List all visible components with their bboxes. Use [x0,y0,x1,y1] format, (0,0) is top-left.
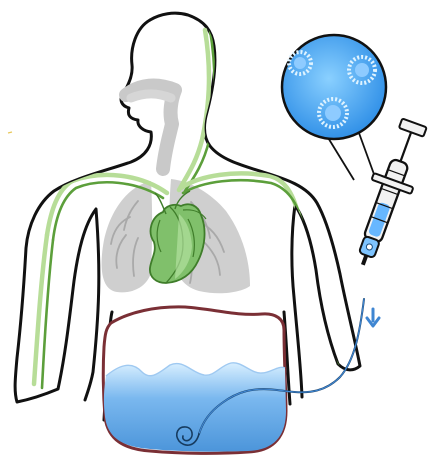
syringe-icon [343,116,434,272]
airway-icon [126,86,175,169]
abdomen-fluid-icon [103,307,286,454]
down-arrow-icon [367,309,379,326]
stray-mark [8,132,12,133]
magnified-particles-icon [282,35,386,180]
